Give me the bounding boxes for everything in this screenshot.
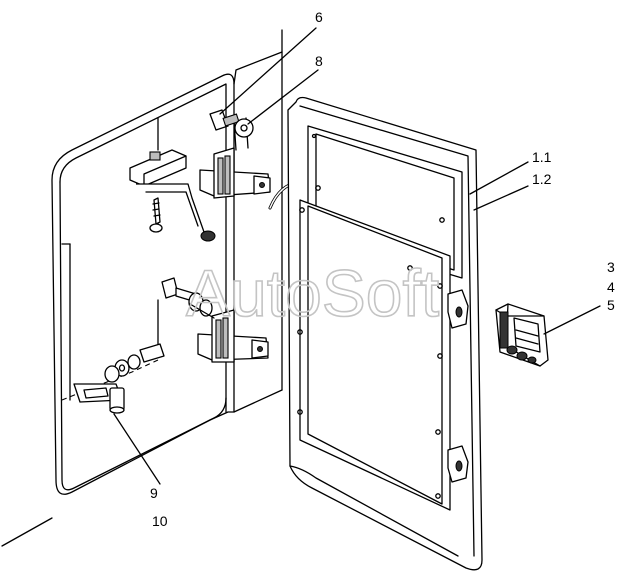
callout-6: 6 xyxy=(315,9,323,25)
callout-9: 9 xyxy=(150,485,158,501)
lower-hinge xyxy=(161,277,269,363)
upper-hinge xyxy=(199,109,271,199)
callout-8: 8 xyxy=(315,53,323,69)
callout-labels: 6 8 1.1 1.2 3 4 5 9 10 xyxy=(150,9,615,529)
watermark: AutoSoft xyxy=(186,256,439,330)
callout-10: 10 xyxy=(152,513,168,529)
callout-1-2: 1.2 xyxy=(532,171,552,187)
callout-1-1: 1.1 xyxy=(532,149,552,165)
callout-3: 3 xyxy=(607,259,615,275)
connector-assembly xyxy=(495,303,549,367)
micro-switch xyxy=(129,149,216,242)
callout-5: 5 xyxy=(607,297,615,313)
door-panel xyxy=(287,96,483,571)
cabinet-frame xyxy=(1,29,283,547)
leader-lines xyxy=(113,27,601,485)
callout-4: 4 xyxy=(607,279,615,295)
lock-bracket-parts xyxy=(73,343,165,414)
